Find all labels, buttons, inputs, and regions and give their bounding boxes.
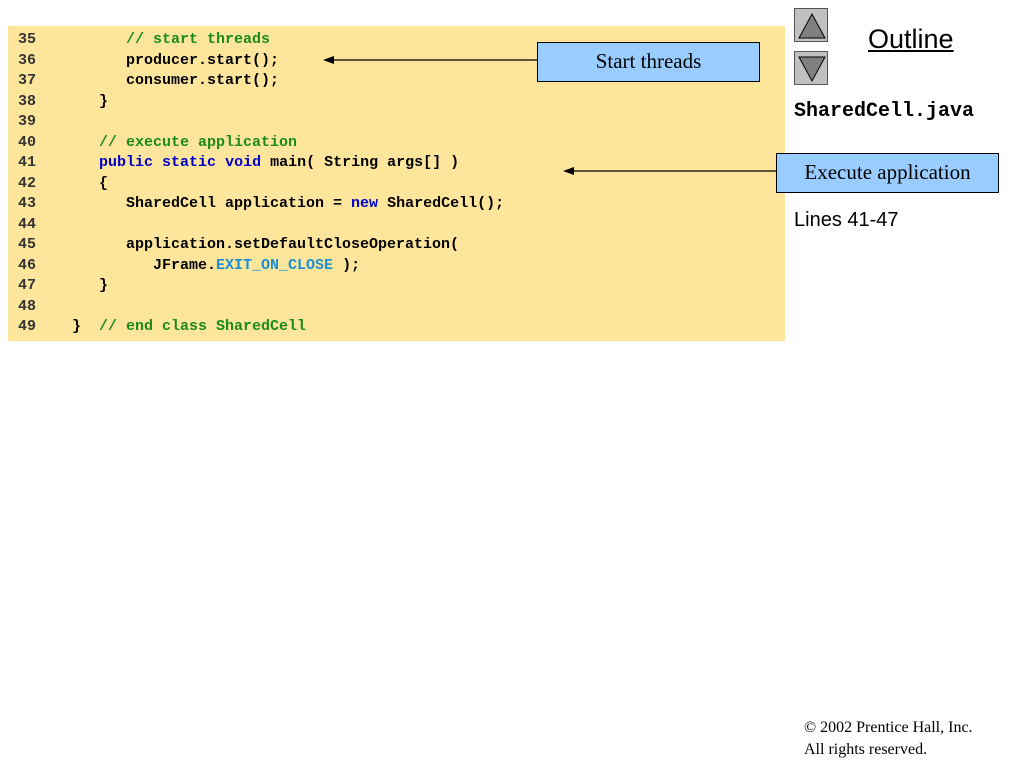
line-code: // start threads bbox=[72, 30, 270, 50]
code-token-plain: main( String args[] ) bbox=[261, 154, 460, 171]
line-number: 40 bbox=[18, 133, 37, 151]
code-token-comment: // start threads bbox=[126, 31, 271, 48]
code-token-plain: } bbox=[72, 318, 100, 335]
code-token-plain: SharedCell application = bbox=[72, 195, 352, 212]
outline-link[interactable]: Outline bbox=[868, 24, 954, 54]
line-number: 38 bbox=[18, 92, 37, 110]
code-token-keyword: void bbox=[225, 154, 262, 171]
line-code: consumer.start(); bbox=[72, 71, 279, 91]
line-code: JFrame.EXIT_ON_CLOSE ); bbox=[72, 256, 360, 276]
line-number: 41 bbox=[18, 154, 37, 171]
code-token-keyword: static bbox=[162, 154, 217, 171]
copyright-symbol: © bbox=[804, 719, 817, 736]
code-token-constant: EXIT_ON_CLOSE bbox=[216, 256, 334, 274]
code-token-comment: // execute application bbox=[99, 133, 298, 151]
code-token-plain: application.setDefaultCloseOperation( bbox=[72, 236, 460, 253]
triangle-down-icon bbox=[798, 56, 826, 83]
line-number: 48 bbox=[18, 297, 37, 315]
line-number: 44 bbox=[18, 215, 37, 233]
line-number: 43 bbox=[18, 195, 37, 212]
code-token-comment: // end class SharedCell bbox=[99, 318, 307, 335]
line-code: { bbox=[72, 174, 108, 194]
copyright-notice: © 2002 Prentice Hall, Inc. All rights re… bbox=[804, 717, 973, 761]
line-code: } // end class SharedCell bbox=[72, 317, 306, 337]
code-token-plain: } bbox=[72, 277, 109, 294]
next-slide-button[interactable] bbox=[794, 51, 828, 85]
line-code: } bbox=[72, 276, 108, 296]
line-code: application.setDefaultCloseOperation( bbox=[72, 235, 459, 255]
line-number: 47 bbox=[18, 277, 37, 294]
code-token-plain: consumer.start(); bbox=[72, 72, 280, 89]
line-number: 46 bbox=[18, 256, 37, 274]
line-number: 45 bbox=[18, 236, 37, 253]
line-code: producer.start(); bbox=[72, 51, 279, 71]
line-number: 42 bbox=[18, 174, 37, 192]
code-token-plain: { bbox=[72, 174, 109, 192]
line-number: 37 bbox=[18, 72, 37, 89]
arrowhead-execute-application bbox=[563, 167, 574, 175]
triangle-up-icon bbox=[798, 12, 826, 39]
previous-slide-button[interactable] bbox=[794, 8, 828, 42]
callout-execute-application: Execute application bbox=[776, 153, 999, 193]
line-code: // execute application bbox=[72, 133, 297, 153]
code-token-plain: ); bbox=[333, 256, 361, 274]
line-code: } bbox=[72, 92, 108, 112]
line-number: 49 bbox=[18, 318, 37, 335]
line-code: SharedCell application = new SharedCell(… bbox=[72, 194, 504, 214]
code-token-plain: SharedCell(); bbox=[378, 195, 505, 212]
code-token-plain: producer.start(); bbox=[72, 51, 280, 69]
callout-start-threads: Start threads bbox=[537, 42, 760, 82]
rights-text: All rights reserved. bbox=[804, 741, 928, 758]
line-number: 35 bbox=[18, 31, 37, 48]
line-code: public static void main( String args[] ) bbox=[72, 153, 459, 173]
lines-range: Lines 41-47 bbox=[794, 209, 899, 231]
line-number: 36 bbox=[18, 51, 37, 69]
code-token-plain: JFrame. bbox=[72, 256, 217, 274]
code-token-plain: } bbox=[72, 92, 109, 110]
arrowhead-start-threads bbox=[323, 56, 334, 64]
line-number: 39 bbox=[18, 113, 37, 130]
file-name: SharedCell.java bbox=[794, 100, 975, 123]
code-token-keyword: public bbox=[99, 154, 154, 171]
code-token-keyword: new bbox=[351, 195, 379, 212]
copyright-text: 2002 Prentice Hall, Inc. bbox=[816, 719, 973, 736]
